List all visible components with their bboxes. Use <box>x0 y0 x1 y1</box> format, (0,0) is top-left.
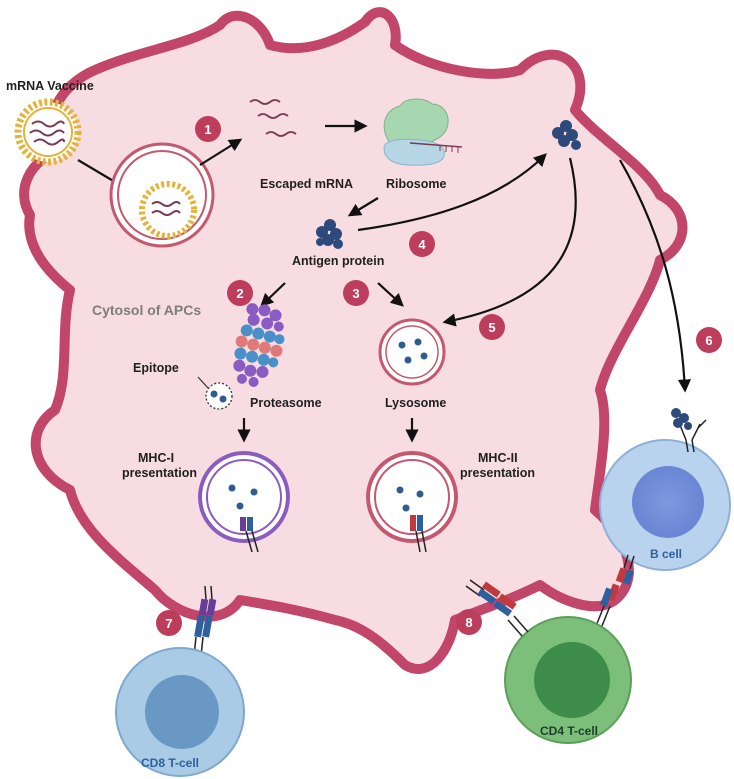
lipid-nanoparticle-icon <box>14 98 82 166</box>
arrow-antigen-to-proteasome <box>260 282 286 307</box>
bound-antigen-icon <box>671 408 692 430</box>
arrow-exterior-to-bcell <box>619 159 692 393</box>
bcell-mhc-receptor-icon <box>595 554 635 627</box>
svg-text:8: 8 <box>465 615 472 630</box>
apc-mhc-receptor-icon <box>465 579 529 637</box>
escaped-mrna-label: Escaped mRNA <box>260 177 353 191</box>
ribosome-icon <box>383 98 463 166</box>
cd8-t-cell <box>115 647 245 777</box>
mhc1-label-line2: presentation <box>122 466 197 480</box>
proteasome-label: Proteasome <box>250 396 322 410</box>
step-badge-4: 4 <box>409 231 435 257</box>
apc-cell-body <box>19 7 688 674</box>
lysosome-label: Lysosome <box>385 396 446 410</box>
arrow-antigen-to-exterior <box>357 153 547 232</box>
proteasome-icon <box>233 303 285 387</box>
mhc1-label-line1: MHC-I <box>138 451 174 465</box>
svg-text:2: 2 <box>236 286 243 301</box>
arrow-endosome-to-mrna <box>199 138 243 166</box>
cd4-t-cell <box>504 616 632 744</box>
mhc1-vesicle-icon <box>198 451 290 553</box>
cd8-t-cell-label: CD8 T-cell <box>141 756 199 770</box>
mhc2-vesicle-icon <box>366 451 458 553</box>
epitope-label: Epitope <box>133 361 179 375</box>
step-badge-2: 2 <box>227 280 253 306</box>
step-badge-6: 6 <box>696 327 722 353</box>
svg-text:5: 5 <box>488 320 495 335</box>
endosome-icon <box>109 142 215 248</box>
antigen-protein-icon <box>316 219 343 249</box>
step-badge-5: 5 <box>479 314 505 340</box>
mrna-vaccine-label: mRNA Vaccine <box>6 79 94 93</box>
svg-text:4: 4 <box>418 237 426 252</box>
b-cell <box>599 439 731 571</box>
exterior-antigen-protein-icon <box>552 120 581 150</box>
epitope-icon <box>197 376 233 410</box>
antibody-icon <box>679 419 707 453</box>
step-badge-7: 7 <box>156 610 182 636</box>
svg-text:6: 6 <box>705 333 712 348</box>
arrow-exterior-to-lysosome <box>442 157 577 327</box>
step-badge-1: 1 <box>195 116 221 142</box>
antigen-protein-label: Antigen protein <box>292 254 384 268</box>
step-badge-3: 3 <box>343 280 369 306</box>
svg-text:1: 1 <box>204 122 211 137</box>
ribosome-label: Ribosome <box>386 177 446 191</box>
svg-text:3: 3 <box>352 286 359 301</box>
cd4-t-cell-label: CD4 T-cell <box>540 724 598 738</box>
b-cell-label: B cell <box>650 547 682 561</box>
cytosol-label: Cytosol of APCs <box>92 302 201 318</box>
svg-text:7: 7 <box>165 616 172 631</box>
arrow-antigen-to-lysosome <box>377 282 404 307</box>
apc-mhc1-receptor-icon <box>193 585 217 657</box>
escaped-mrna-icon <box>249 99 297 137</box>
step-badge-8: 8 <box>456 609 482 635</box>
mhc2-label-line2: presentation <box>460 466 535 480</box>
mhc2-label-line1: MHC-II <box>478 451 518 465</box>
arrow-ribosome-to-antigen <box>347 197 379 217</box>
lysosome-icon <box>378 318 446 386</box>
